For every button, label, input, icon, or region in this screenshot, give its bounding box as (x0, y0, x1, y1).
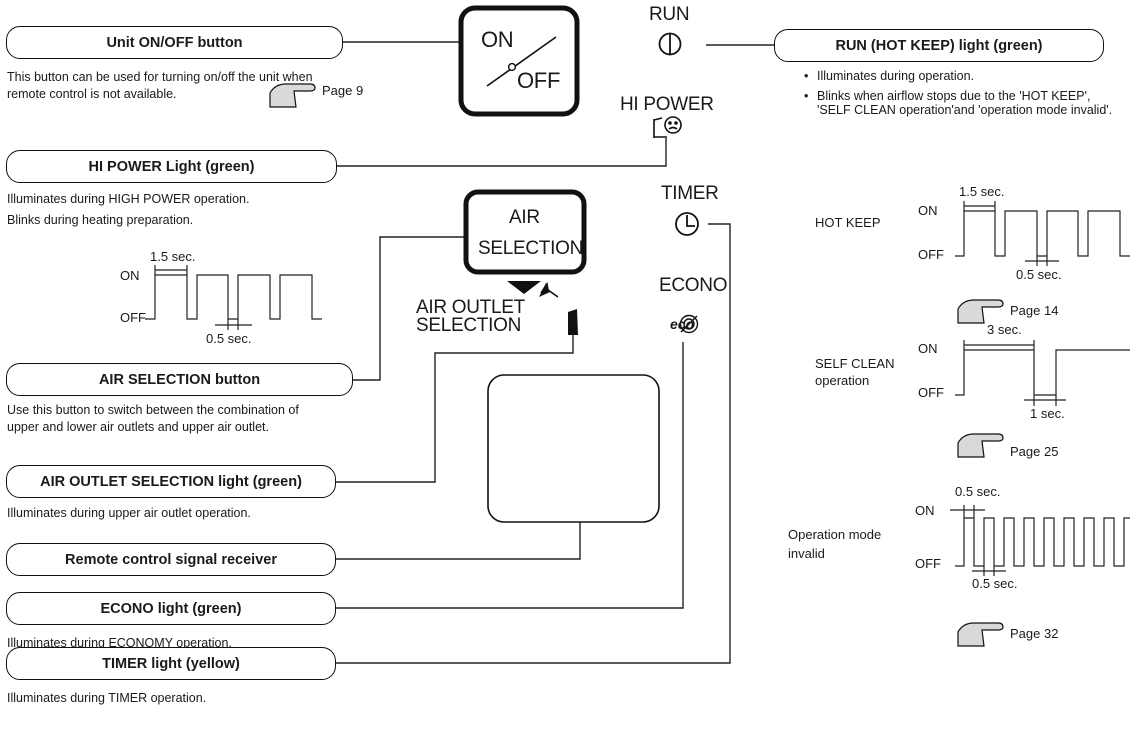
air-outlet-label: AIR OUTLET SELECTION light (green) (6, 465, 336, 498)
remote-receiver-window (487, 374, 660, 523)
page-ref-25[interactable]: Page 25 (1010, 444, 1059, 459)
page-ref-9[interactable]: Page 9 (322, 83, 364, 98)
hi-power-icon (653, 116, 682, 138)
hi-power-wave-on-time: 1.5 sec. (150, 249, 196, 264)
unit-onoff-desc-2: remote control is not available. (7, 87, 177, 101)
air-outlet-desc: Illuminates during upper air outlet oper… (7, 506, 251, 520)
self-clean-off: OFF (918, 385, 944, 400)
air-outlet-light-icon (539, 281, 578, 335)
invalid-label-2: invalid (788, 546, 825, 561)
air-selection-text: SELECTION (478, 238, 583, 259)
run-icon (658, 32, 682, 56)
hi-power-desc-2: Blinks during heating preparation. (7, 213, 194, 227)
self-clean-label-2: operation (815, 373, 870, 388)
hi-power-wave-on: ON (120, 268, 140, 283)
air-selection-desc-1: Use this button to switch between the co… (7, 403, 299, 417)
hi-power-wave-off-time: 0.5 sec. (206, 331, 252, 346)
timer-desc: Illuminates during TIMER operation. (7, 691, 207, 705)
timer-text: TIMER (661, 183, 719, 204)
onoff-on-text: ON (481, 27, 514, 52)
leader-econo (336, 342, 684, 609)
air-selection-desc-2: upper and lower air outlets and upper ai… (7, 420, 269, 434)
hi-power-wave-off: OFF (120, 310, 146, 325)
leader-air-outlet (336, 335, 574, 483)
econo-icon (679, 314, 699, 334)
air-selection-button-graphic (463, 189, 587, 294)
air-outlet-text-2: SELECTION (416, 315, 521, 336)
run-text: RUN (649, 4, 690, 25)
hot-keep-on: ON (918, 203, 938, 218)
unit-onoff-desc-1: This button can be used for turning on/o… (7, 70, 313, 84)
air-text: AIR (509, 207, 540, 228)
hi-power-desc-1: Illuminates during HIGH POWER operation. (7, 192, 250, 206)
unit-onoff-label: Unit ON/OFF button (6, 26, 343, 59)
onoff-button-graphic (458, 5, 580, 117)
run-bullet-1: Illuminates during operation. (804, 69, 1117, 83)
invalid-on-time: 0.5 sec. (955, 484, 1001, 499)
waveform-hot-keep (955, 201, 1130, 266)
leader-air-selection (353, 236, 465, 381)
hot-keep-off: OFF (918, 247, 944, 262)
hot-keep-off-time: 0.5 sec. (1016, 267, 1062, 282)
run-bullet-2: Blinks when airflow stops due to the 'HO… (804, 89, 1117, 117)
invalid-off: OFF (915, 556, 941, 571)
waveform-hi-power (145, 265, 322, 330)
timer-label: TIMER light (yellow) (6, 647, 336, 680)
econo-label: ECONO light (green) (6, 592, 336, 625)
hot-keep-label: HOT KEEP (815, 215, 881, 230)
hand-icon-page32 (957, 622, 1004, 647)
invalid-off-time: 0.5 sec. (972, 576, 1018, 591)
eco-logo-text: eco (670, 316, 695, 332)
leader-hi-power (337, 138, 667, 167)
invalid-label-1: Operation mode (788, 527, 882, 542)
run-light-bullets: Illuminates during operation. Blinks whe… (803, 69, 1117, 123)
waveform-invalid (950, 505, 1130, 576)
air-selection-label: AIR SELECTION button (6, 363, 353, 396)
invalid-on: ON (915, 503, 935, 518)
hi-power-text: HI POWER (620, 94, 714, 115)
run-light-label: RUN (HOT KEEP) light (green) (774, 29, 1104, 62)
econo-text: ECONO (659, 275, 728, 296)
remote-rx-label: Remote control signal receiver (6, 543, 336, 576)
self-clean-off-time: 1 sec. (1030, 406, 1065, 421)
hand-icon-page9 (269, 83, 316, 108)
self-clean-on-time: 3 sec. (987, 322, 1022, 337)
waveform-self-clean (955, 340, 1130, 406)
leader-timer (336, 223, 731, 664)
onoff-off-text: OFF (517, 68, 561, 93)
self-clean-label-1: SELF CLEAN (815, 356, 895, 371)
hot-keep-on-time: 1.5 sec. (959, 184, 1005, 199)
hand-icon-page14 (957, 299, 1004, 324)
air-outlet-text-1: AIR OUTLET (416, 297, 525, 318)
hand-icon-page25 (957, 433, 1004, 458)
self-clean-on: ON (918, 341, 938, 356)
hi-power-label: HI POWER Light (green) (6, 150, 337, 183)
page-ref-32[interactable]: Page 32 (1010, 626, 1059, 641)
econo-desc: Illuminates during ECONOMY operation. (7, 636, 232, 650)
timer-icon (675, 212, 699, 236)
page-ref-14[interactable]: Page 14 (1010, 303, 1059, 318)
